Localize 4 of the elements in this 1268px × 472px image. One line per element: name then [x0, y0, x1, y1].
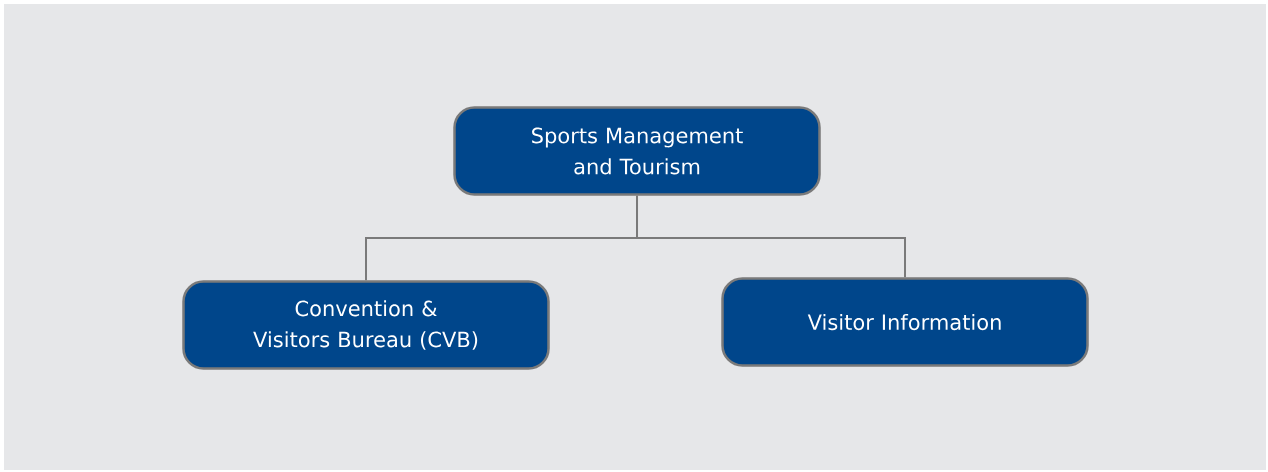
connector-line [636, 194, 906, 279]
org-box: Convention & Visitors Bureau (CVB) [182, 280, 550, 370]
org-box: Visitor Information [721, 277, 1089, 367]
org-box: Sports Management and Tourism [453, 106, 821, 196]
